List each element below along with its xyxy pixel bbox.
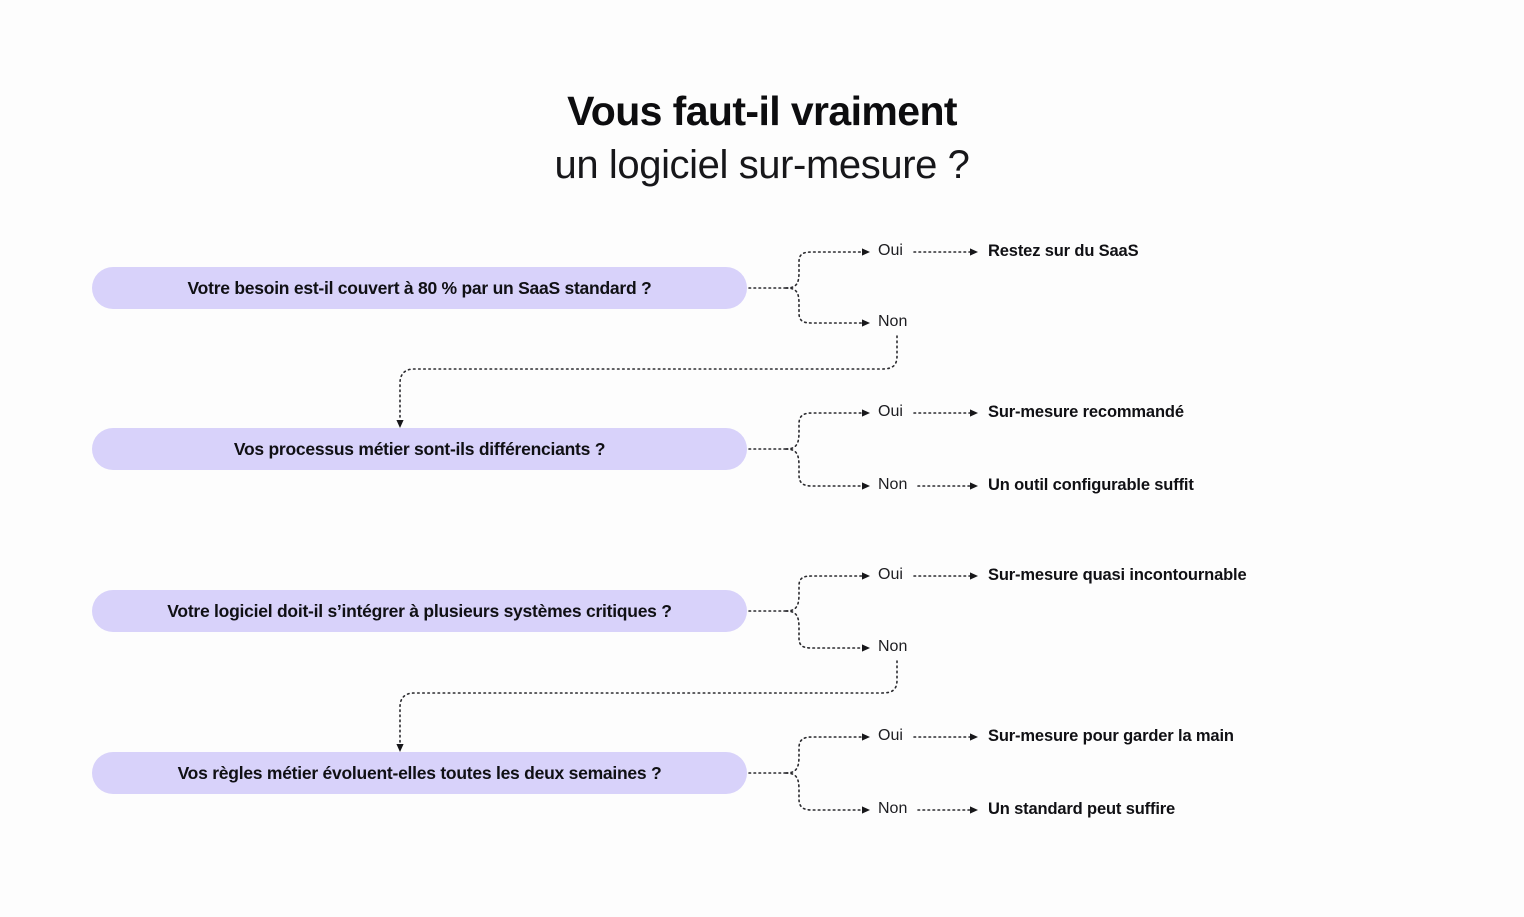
outcome-no-arrow-2 (970, 482, 978, 490)
outcome-yes-arrow-1 (970, 248, 978, 256)
outcome-yes-3: Sur-mesure quasi incontournable (988, 566, 1247, 584)
decision-node-3[interactable]: Votre logiciel doit-il s’intégrer à plus… (92, 590, 747, 632)
branch-no-wire-3 (785, 610, 863, 649)
branch-yes-wire-1 (785, 251, 863, 289)
decision-node-2[interactable]: Vos processus métier sont-ils différenci… (92, 428, 747, 470)
outcome-yes-1: Restez sur du SaaS (988, 242, 1139, 260)
outcome-no-arrow-4 (970, 806, 978, 814)
branch-label-no-1: Non (878, 313, 908, 330)
route-no-arrow-2 (396, 420, 404, 428)
decision-node-1-label: Votre besoin est-il couvert à 80 % par u… (187, 277, 652, 298)
branch-label-yes-4: Oui (878, 727, 903, 744)
branch-yes-wire-3 (785, 575, 863, 612)
branch-label-no-2: Non (878, 476, 908, 493)
branch-no-arrow-2 (862, 482, 870, 490)
branch-no-arrow-1 (862, 319, 870, 327)
branch-label-yes-1: Oui (878, 242, 903, 259)
page-title: Vous faut-il vraiment un logiciel sur-me… (0, 88, 1524, 188)
decision-node-3-label: Votre logiciel doit-il s’intégrer à plus… (167, 600, 672, 621)
outcome-yes-arrow-2 (970, 409, 978, 417)
outcome-yes-arrow-4 (970, 733, 978, 741)
branch-label-no-3: Non (878, 638, 908, 655)
branch-yes-wire-2 (785, 412, 863, 450)
title-line-secondary: un logiciel sur-mesure ? (554, 142, 970, 187)
outcome-yes-arrow-3 (970, 572, 978, 580)
title-line-primary: Vous faut-il vraiment (567, 88, 957, 134)
branch-label-no-4: Non (878, 800, 908, 817)
branch-yes-arrow-1 (862, 248, 870, 256)
outcome-no-2: Un outil configurable suffit (988, 476, 1194, 494)
outcome-yes-2: Sur-mesure recommandé (988, 403, 1184, 421)
decision-node-4[interactable]: Vos règles métier évoluent-elles toutes … (92, 752, 747, 794)
branch-yes-wire-4 (785, 736, 863, 774)
branch-no-arrow-4 (862, 806, 870, 814)
branch-yes-arrow-2 (862, 409, 870, 417)
branch-yes-arrow-3 (862, 572, 870, 580)
branch-label-yes-2: Oui (878, 403, 903, 420)
route-no-to-step-2 (399, 335, 898, 421)
branch-no-arrow-3 (862, 644, 870, 652)
route-no-arrow-4 (396, 744, 404, 752)
decision-node-1[interactable]: Votre besoin est-il couvert à 80 % par u… (92, 267, 747, 309)
outcome-no-4: Un standard peut suffire (988, 800, 1176, 818)
outcome-yes-4: Sur-mesure pour garder la main (988, 727, 1234, 745)
branch-yes-arrow-4 (862, 733, 870, 741)
route-no-to-step-4 (399, 660, 898, 745)
branch-label-yes-3: Oui (878, 566, 903, 583)
branch-no-wire-4 (785, 772, 863, 811)
decision-node-4-label: Vos règles métier évoluent-elles toutes … (177, 762, 662, 783)
decision-node-2-label: Vos processus métier sont-ils différenci… (233, 438, 606, 459)
branch-no-wire-1 (785, 287, 863, 324)
branch-no-wire-2 (785, 448, 863, 487)
